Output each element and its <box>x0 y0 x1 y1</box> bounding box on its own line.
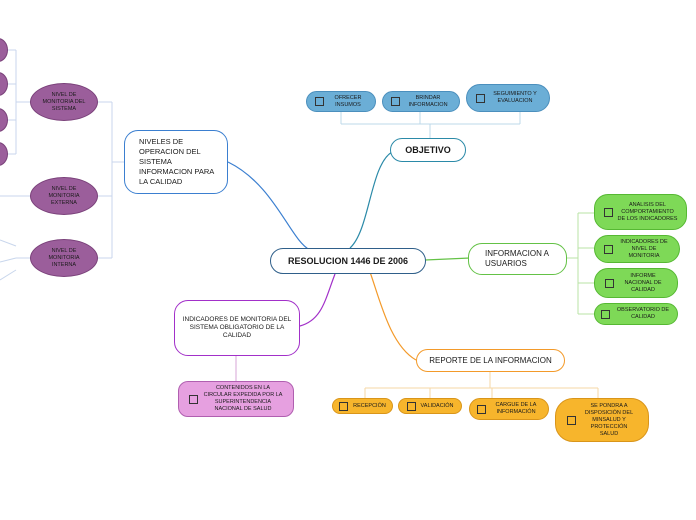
reporte-child-2[interactable]: CARGUE DE LA INFORMACIÓN <box>469 398 549 420</box>
reporte-label: REPORTE DE LA INFORMACION <box>429 356 552 365</box>
niveles-label: NIVELES DE OPERACION DEL SISTEMA INFORMA… <box>139 137 214 186</box>
informacion-child-2[interactable]: INFORME NACIONAL DE CALIDAD <box>594 268 678 298</box>
objetivo-child-0[interactable]: OFRECER INSUMOS <box>306 91 376 112</box>
indicadores-node[interactable]: INDICADORES DE MONITORIA DEL SISTEMA OBL… <box>174 300 300 356</box>
informacion-child-3[interactable]: OBSERVATORIO DE CALIDAD <box>594 303 678 325</box>
checkbox-icon[interactable] <box>604 244 613 254</box>
checkbox-icon[interactable] <box>406 401 416 411</box>
checkbox-icon[interactable] <box>339 401 349 411</box>
checkbox-icon[interactable] <box>315 97 324 106</box>
reporte-child-0[interactable]: RECEPCIÓN <box>332 398 393 414</box>
informacion-node[interactable]: INFORMACION A USUARIOS <box>468 243 567 275</box>
checkbox-icon[interactable] <box>477 404 486 414</box>
informacion-child-1[interactable]: INDICADORES DE NIVEL DE MONITORIA <box>594 235 680 263</box>
informacion-label: INFORMACION A USUARIOS <box>485 249 549 268</box>
checkbox-icon[interactable] <box>476 93 485 103</box>
checkbox-icon[interactable] <box>603 207 613 217</box>
objetivo-child-2[interactable]: SEGUIMIENTO Y EVALUACION <box>466 84 550 112</box>
niveles-child-1[interactable]: NIVEL DE MONITORIA EXTERNA <box>30 177 98 215</box>
central-topic-label: RESOLUCION 1446 DE 2006 <box>287 256 409 266</box>
checkbox-icon[interactable] <box>391 97 400 106</box>
niveles-child-2[interactable]: NIVEL DE MONITORIA INTERNA <box>30 239 98 277</box>
reporte-child-1[interactable]: VALIDACIÓN <box>398 398 462 414</box>
niveles-node[interactable]: NIVELES DE OPERACION DEL SISTEMA INFORMA… <box>124 130 228 194</box>
checkbox-icon[interactable] <box>189 394 198 404</box>
reporte-child-3[interactable]: SE PONDRA A DISPOSICIÓN DEL MINSALUD Y P… <box>555 398 649 442</box>
indicadores-label: INDICADORES DE MONITORIA DEL SISTEMA OBL… <box>182 316 292 339</box>
checkbox-icon[interactable] <box>567 415 576 425</box>
checkbox-icon[interactable] <box>601 309 610 319</box>
objetivo-child-1[interactable]: BRINDAR INFORMACION <box>382 91 460 112</box>
checkbox-icon[interactable] <box>605 278 614 288</box>
objetivo-label: OBJETIVO <box>405 145 451 155</box>
indicadores-child-0[interactable]: CONTENIDOS EN LA CIRCULAR EXPEDIDA POR L… <box>178 381 294 417</box>
reporte-node[interactable]: REPORTE DE LA INFORMACION <box>416 349 565 372</box>
objetivo-node[interactable]: OBJETIVO <box>390 138 466 162</box>
niveles-child-0[interactable]: NIVEL DE MONITORIA DEL SISTEMA <box>30 83 98 121</box>
central-topic[interactable]: RESOLUCION 1446 DE 2006 <box>270 248 426 274</box>
informacion-child-0[interactable]: ANALISIS DEL COMPORTAMIENTO DE LOS INDIC… <box>594 194 687 230</box>
